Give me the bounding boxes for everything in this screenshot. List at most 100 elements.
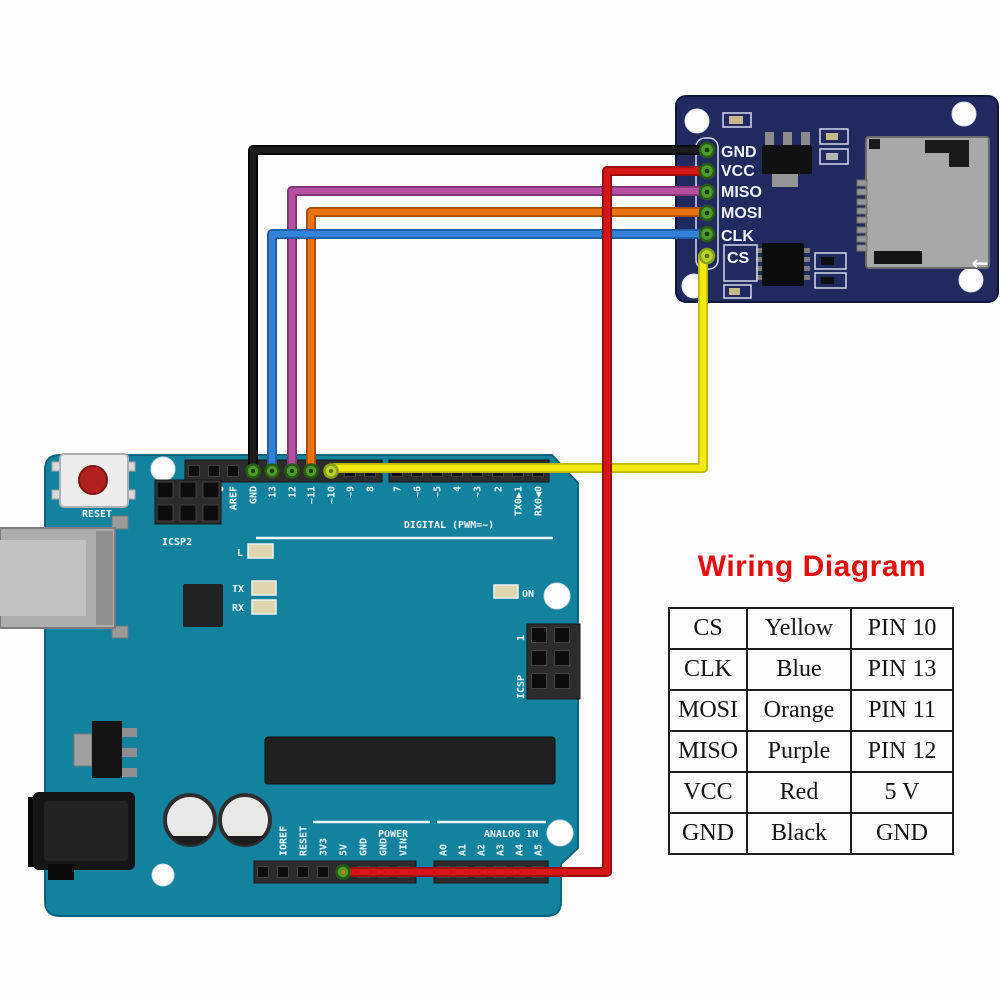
led-tx xyxy=(251,580,277,596)
wire-cs-yellow xyxy=(330,252,707,472)
signal-cell: MISO xyxy=(668,730,748,773)
pin-label-2: 2 xyxy=(494,486,505,492)
table-row: VCC Red 5 V xyxy=(668,771,954,814)
module-hole xyxy=(951,101,977,127)
wire-gnd-black xyxy=(249,146,705,473)
table-row: MISO Purple PIN 12 xyxy=(668,730,954,773)
table-row: CS Yellow PIN 10 xyxy=(668,607,954,650)
signal-cell: CLK xyxy=(668,648,748,691)
icsp-pin1-marker: 1 xyxy=(516,635,527,641)
capacitor xyxy=(218,793,272,847)
led-l xyxy=(247,543,274,559)
pin-label-11: ~11 xyxy=(307,486,318,504)
analog-caption: ANALOG IN xyxy=(484,829,538,840)
icsp2-header xyxy=(154,479,222,525)
pin-label-gnd1: GND xyxy=(359,838,370,856)
micro-sd-slot xyxy=(856,136,990,269)
arduino-pin-cell: 5 V xyxy=(850,771,954,814)
icsp2-label: ICSP2 xyxy=(162,537,192,548)
wire-miso-purple xyxy=(288,187,705,473)
wire-color-cell: Orange xyxy=(746,689,852,732)
pin-label-5: ~5 xyxy=(433,486,444,498)
signal-cell: VCC xyxy=(668,771,748,814)
led-l-label: L xyxy=(237,548,243,559)
table-row: GND Black GND xyxy=(668,812,954,855)
signal-cell: MOSI xyxy=(668,689,748,732)
arduino-pin-cell: PIN 12 xyxy=(850,730,954,773)
arduino-pin-cell: PIN 13 xyxy=(850,648,954,691)
led-rx xyxy=(251,599,277,615)
pin-label-a4: A4 xyxy=(515,844,526,856)
pin-label-8: 8 xyxy=(366,486,377,492)
reset-button-cap xyxy=(78,465,108,495)
wire-color-cell: Yellow xyxy=(746,607,852,650)
pin-label-reset: RESET xyxy=(299,826,310,856)
wire-color-cell: Red xyxy=(746,771,852,814)
arduino-pin-cell: PIN 11 xyxy=(850,689,954,732)
wire-clk-blue xyxy=(268,230,705,473)
board-hole xyxy=(543,582,571,610)
wire-color-cell: Purple xyxy=(746,730,852,773)
pin-label-a1: A1 xyxy=(458,844,469,856)
pin-label-tx1: TX0▶1 xyxy=(514,486,525,516)
led-tx-label: TX xyxy=(232,584,244,595)
atmega-chip xyxy=(264,736,556,785)
cs-silkscreen-box xyxy=(723,244,758,282)
table-row: CLK Blue PIN 13 xyxy=(668,648,954,691)
module-pin-label-miso: MISO xyxy=(721,184,762,201)
pin-label-a5: A5 xyxy=(534,844,545,856)
led-on-label: ON xyxy=(522,589,534,600)
pin-label-10: ~10 xyxy=(327,486,338,504)
pin-label-6: ~6 xyxy=(413,486,424,498)
wire-mosi-orange xyxy=(307,208,705,473)
usb-interface-chip xyxy=(183,584,223,627)
module-pin-label-cs: CS xyxy=(727,250,750,267)
pin-label-3: ~3 xyxy=(473,486,484,498)
pin-label-rx0: RX0◀0 xyxy=(534,486,545,516)
arduino-pin-cell: PIN 10 xyxy=(850,607,954,650)
arduino-pin-cell: GND xyxy=(850,812,954,855)
signal-cell: CS xyxy=(668,607,748,650)
pin-label-9: ~9 xyxy=(346,486,357,498)
led-rx-label: RX xyxy=(232,603,244,614)
pin-label-a3: A3 xyxy=(496,844,507,856)
pin-label-13: 13 xyxy=(268,486,279,498)
board-hole xyxy=(151,863,175,887)
led-on xyxy=(493,584,519,599)
wire-color-cell: Blue xyxy=(746,648,852,691)
power-caption: POWER xyxy=(378,829,409,840)
voltage-regulator xyxy=(73,721,137,778)
pin-label-vin: VIN xyxy=(399,838,410,856)
module-pin-label-gnd: GND xyxy=(721,144,757,161)
reset-label: RESET xyxy=(82,509,112,520)
pin-label-3v3: 3V3 xyxy=(319,838,330,856)
pin-label-a2: A2 xyxy=(477,844,488,856)
pin-label-aref: AREF xyxy=(229,486,240,510)
power-jack xyxy=(28,792,135,880)
pin-label-ioref: IOREF xyxy=(279,826,290,856)
module-regulator xyxy=(762,132,812,187)
pin-label-gnd2: GND xyxy=(379,838,390,856)
pin-label-5v: 5V xyxy=(339,844,350,856)
pin-label-a0: A0 xyxy=(439,844,450,856)
connection-pads xyxy=(245,141,716,880)
board-hole xyxy=(546,819,574,847)
icsp-label: ICSP xyxy=(516,675,527,699)
table-row: MOSI Orange PIN 11 xyxy=(668,689,954,732)
arduino-board: RESET xyxy=(0,453,581,917)
pin-label-4: 4 xyxy=(453,486,464,492)
module-pin-label-clk: CLK xyxy=(721,228,754,245)
icsp-header xyxy=(526,623,581,700)
module-pin-label-vcc: VCC xyxy=(721,163,755,180)
digital-caption: DIGITAL (PWM=~) xyxy=(404,520,494,531)
module-hole xyxy=(684,108,710,134)
pin-label-12: 12 xyxy=(288,486,299,498)
module-ic-chip xyxy=(756,243,810,286)
wires xyxy=(248,145,708,877)
board-hole xyxy=(150,456,176,482)
smd-component xyxy=(722,112,849,299)
pin-label-7: 7 xyxy=(393,486,404,492)
module-pin-label-mosi: MOSI xyxy=(721,205,762,222)
